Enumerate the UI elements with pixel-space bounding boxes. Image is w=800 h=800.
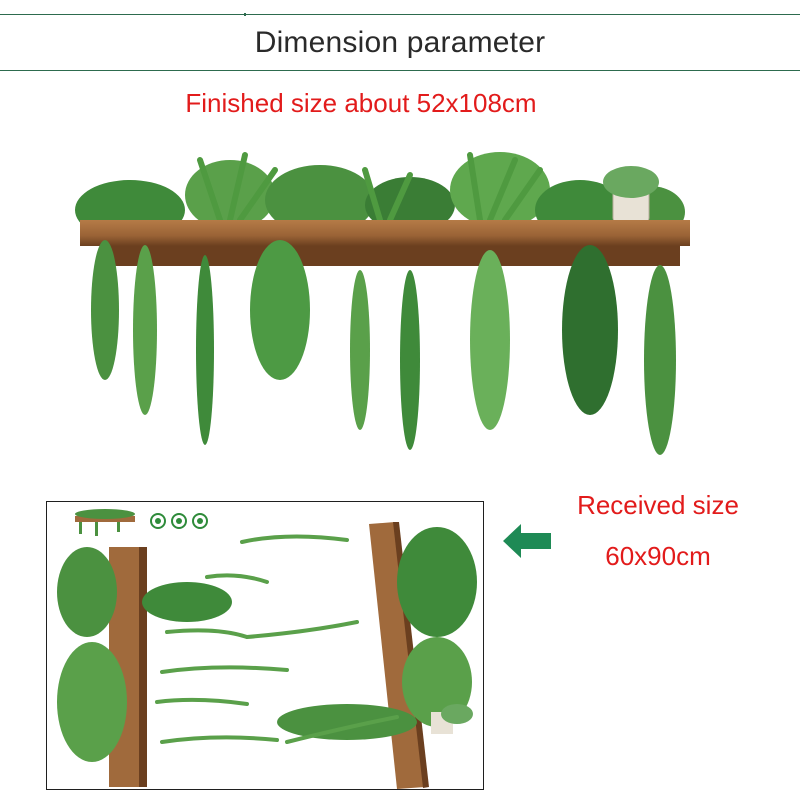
arrow-left-icon	[503, 524, 551, 558]
received-size-dims: 60x90cm	[605, 541, 711, 571]
eco-badge-icon	[171, 513, 187, 529]
received-size-label: Received size	[577, 490, 739, 520]
finished-size-label: Finished size about 52x108cm	[185, 88, 537, 118]
shelf-plants-illustration	[75, 152, 690, 455]
page-title: Dimension parameter	[254, 25, 546, 59]
header-tick	[244, 13, 246, 16]
header-bar: Dimension parameter	[0, 13, 800, 71]
decal-sheet-preview	[46, 501, 484, 790]
decal-sheet-art	[57, 509, 477, 789]
eco-badge-icon	[192, 513, 208, 529]
eco-badge-icon	[150, 513, 166, 529]
